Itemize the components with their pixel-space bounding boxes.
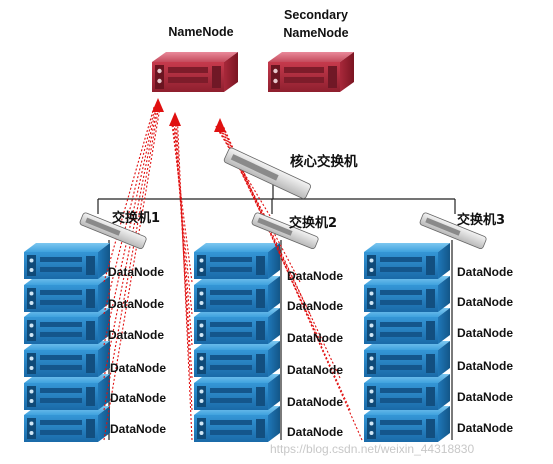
switch2-label: 交换机2: [289, 215, 337, 231]
datanode-label-rack1-1: DataNode: [108, 265, 164, 279]
core-switch-device: [223, 147, 311, 199]
datanode-server-rack3-1: [364, 243, 450, 279]
datanode-server-rack1-2: [24, 276, 110, 312]
datanode-label-rack2-2: DataNode: [287, 299, 343, 313]
datanode-label-rack2-1: DataNode: [287, 269, 343, 283]
datanode-label-rack1-5: DataNode: [110, 391, 166, 405]
datanode-label-rack1-3: DataNode: [108, 328, 164, 342]
datanode-label-rack1-4: DataNode: [110, 361, 166, 375]
watermark: https://blog.csdn.net/weixin_44318830: [270, 442, 474, 456]
datanode-server-rack1-3: [24, 308, 110, 344]
secondary-namenode-server: [268, 52, 354, 92]
heartbeat-line-2-6: [176, 119, 193, 441]
switch1-label: 交换机1: [112, 210, 160, 226]
datanode-server-rack2-4: [194, 341, 280, 377]
heartbeat-line-2-4: [174, 117, 193, 379]
datanode-label-rack3-3: DataNode: [457, 326, 513, 340]
datanode-server-rack2-6: [194, 406, 280, 442]
switch1-device: [79, 212, 147, 250]
datanode-server-rack2-3: [194, 308, 280, 344]
datanode-server-rack1-5: [24, 374, 110, 410]
namenode-label: NameNode: [168, 25, 233, 39]
arrowhead-1: [152, 98, 164, 112]
heartbeat-line-2-5: [175, 118, 193, 411]
datanode-label-rack2-4: DataNode: [287, 363, 343, 377]
datanode-label-rack1-2: DataNode: [108, 297, 164, 311]
datanode-server-rack3-3: [364, 308, 450, 344]
arrowhead-3: [214, 118, 226, 132]
datanode-label-rack1-6: DataNode: [110, 422, 166, 436]
heartbeat-line-3-7: [222, 125, 363, 441]
heartbeat-line-1-4: [103, 103, 159, 379]
secondary-namenode-label-line2: NameNode: [283, 26, 348, 40]
heartbeat-line-1-3: [103, 104, 158, 346]
datanode-label-rack3-5: DataNode: [457, 390, 513, 404]
datanode-label-rack3-1: DataNode: [457, 265, 513, 279]
datanode-server-rack1-6: [24, 406, 110, 442]
heartbeat-arrowheads: [152, 98, 226, 132]
datanode-label-rack3-4: DataNode: [457, 359, 513, 373]
datanode-label-rack3-6: DataNode: [457, 421, 513, 435]
datanode-server-rack3-5: [364, 374, 450, 410]
datanode-server-rack2-5: [194, 374, 280, 410]
heartbeat-line-1-6: [103, 105, 161, 441]
heartbeat-line-2-2: [172, 119, 193, 315]
datanode-label-rack2-6: DataNode: [287, 425, 343, 439]
secondary-namenode-label-line1: Secondary: [284, 8, 348, 22]
switch2-device: [251, 212, 319, 250]
datanode-server-rack3-4: [364, 341, 450, 377]
datanode-label-rack2-3: DataNode: [287, 331, 343, 345]
heartbeat-line-1-2: [103, 105, 157, 315]
datanode-server-rack2-2: [194, 276, 280, 312]
datanode-server-rack3-6: [364, 406, 450, 442]
arrowhead-2: [169, 112, 181, 126]
core-switch-label: 核心交换机: [290, 153, 358, 170]
datanode-label-rack2-5: DataNode: [287, 395, 343, 409]
heartbeat-line-2-1: [170, 119, 193, 283]
switch3-device: [419, 212, 487, 250]
datanode-server-rack3-2: [364, 276, 450, 312]
heartbeat-line-1-1: [103, 105, 155, 283]
datanode-server-rack1-4: [24, 341, 110, 377]
datanode-label-rack3-2: DataNode: [457, 295, 513, 309]
switch3-label: 交换机3: [457, 212, 505, 228]
datanode-server-rack2-1: [194, 243, 280, 279]
namenode-server: [152, 52, 238, 92]
datanode-server-rack1-1: [24, 243, 110, 279]
